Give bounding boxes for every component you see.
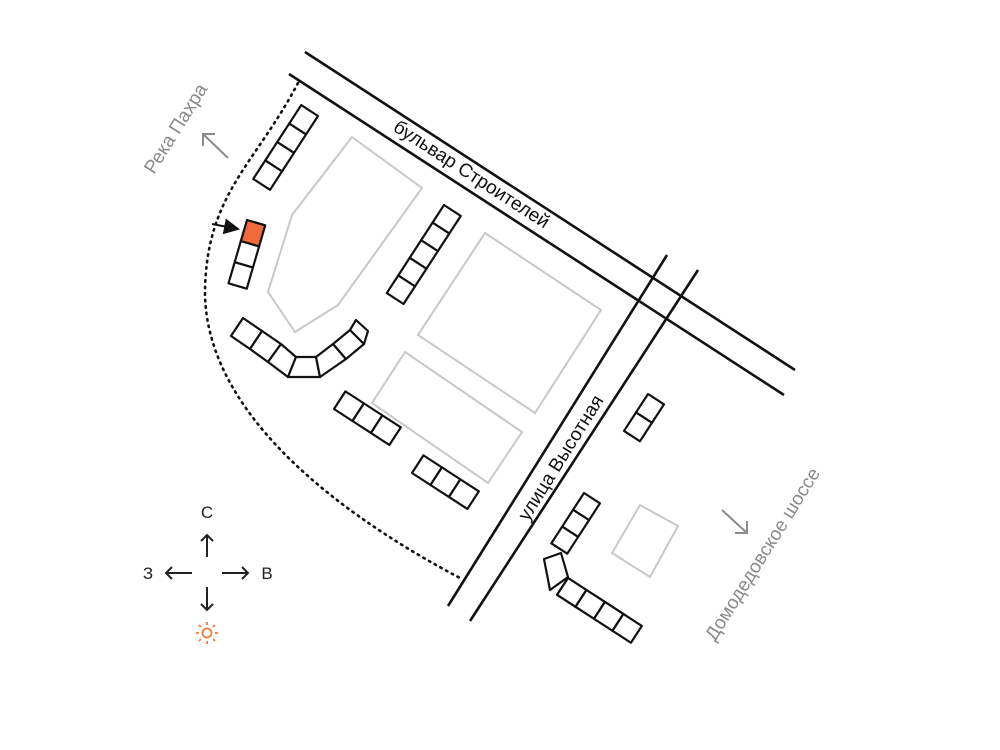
highway-arrow-icon — [721, 509, 748, 534]
building-a-section — [252, 159, 284, 191]
building-h-arm-section — [550, 525, 580, 555]
building-g-section — [622, 411, 654, 443]
building-h-tail-section — [611, 612, 643, 644]
plot-4 — [610, 503, 680, 579]
buildings — [227, 103, 666, 644]
sun-icon — [196, 622, 218, 644]
pointer-arrow-icon — [211, 218, 240, 235]
plot-2 — [416, 231, 603, 415]
building-e-section — [369, 414, 402, 447]
road-boulevard-edge-2 — [288, 72, 785, 397]
road-boulevard-edge-1 — [304, 50, 796, 372]
walking-path — [203, 81, 462, 580]
road-street-edge-1 — [446, 254, 669, 607]
building-c-section — [385, 274, 417, 306]
compass-west-label: З — [143, 564, 153, 583]
building-d-section — [348, 318, 370, 346]
boulevard-label: бульвар Строителей — [389, 117, 553, 234]
river-direction-label: Река Пахра — [140, 80, 212, 178]
highway-direction-label: Домодедовское шоссе — [701, 464, 825, 644]
compass — [164, 533, 250, 612]
road-street-edge-2 — [468, 269, 700, 622]
plot-3 — [370, 350, 524, 485]
compass-east-label: В — [261, 564, 272, 583]
building-f-section — [447, 478, 480, 511]
compass-north-label: С — [201, 503, 213, 522]
plot-1 — [266, 135, 424, 334]
river-arrow-icon — [202, 133, 229, 159]
building-b-section — [227, 261, 255, 290]
